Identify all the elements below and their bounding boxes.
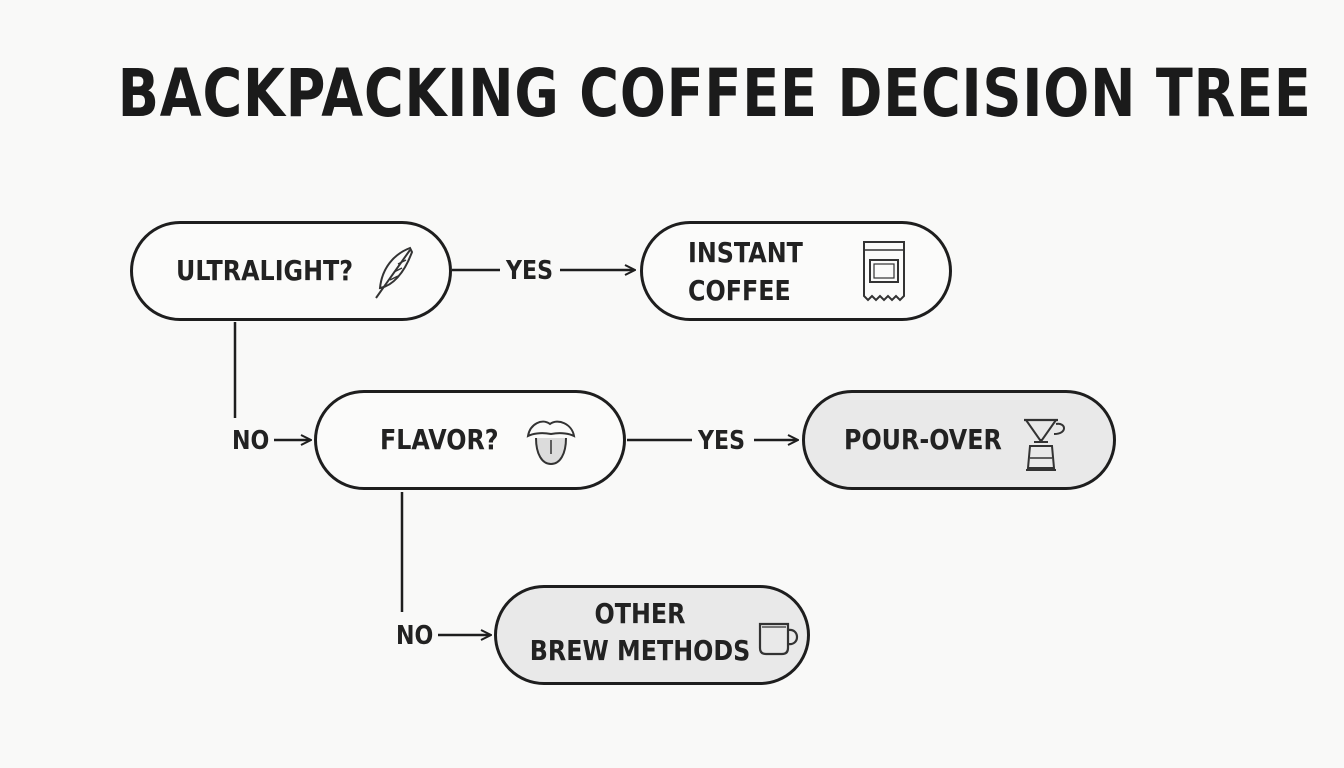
node-other-brew-methods-label-line1: OTHER [594,597,686,630]
node-other-brew-methods-label-line2: BREW METHODS [529,634,751,667]
edge-label-flavor-yes: YES [698,426,746,456]
node-flavor-label: FLAVOR? [380,423,499,456]
node-other-brew-methods [494,585,810,685]
feather-icon [375,246,414,299]
node-ultralight-label: ULTRALIGHT? [176,254,354,287]
mug-icon [758,622,799,656]
tongue-icon [526,420,576,466]
diagram-title: BACKPACKING COFFEE DECISION TREE [117,55,1312,132]
node-pour-over-label: POUR-OVER [844,423,1002,456]
edge-label-flavor-no: NO [396,621,434,651]
node-instant-coffee-label-line1: INSTANT [688,236,803,269]
edge-label-ultralight-no: NO [232,426,270,456]
node-flavor [314,390,626,490]
node-ultralight [130,221,452,321]
coffee-packet-icon [863,241,905,302]
pour-over-dripper-icon [1024,418,1065,471]
node-instant-coffee-label-line2: COFFEE [688,274,791,307]
node-instant-coffee [640,221,952,321]
edge-label-ultralight-yes: YES [506,256,554,286]
node-pour-over [802,390,1116,490]
